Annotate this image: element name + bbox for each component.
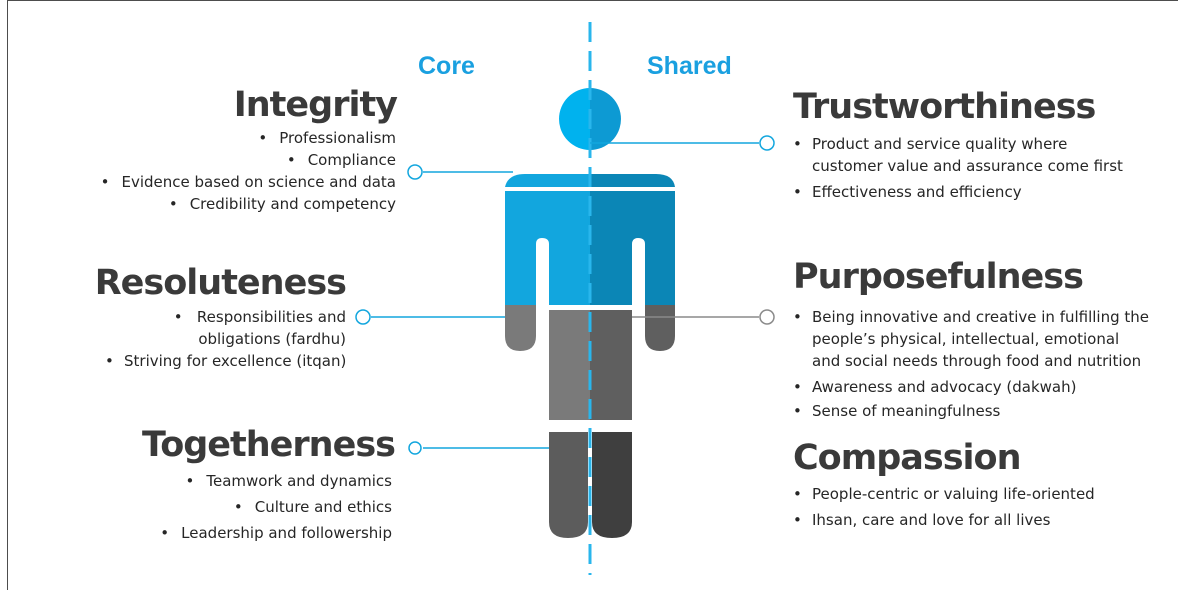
connector-resoluteness-node [355,309,371,325]
shoulders-left [505,174,590,187]
head-left-half [559,88,590,150]
shoulders-right [590,174,675,187]
list-item: Ihsan, care and love for all lives [793,509,1095,531]
connector-integrity-node [407,164,423,180]
column-label-shared: Shared [647,52,732,80]
connector-purposefulness-node [759,309,775,325]
connector-trustworthiness-node [759,135,775,151]
compassion-list: People-centric or valuing life-oriented … [793,483,1095,531]
value-title-compassion: Compassion [793,438,1021,478]
pelvis-right [590,310,632,420]
list-item: Teamwork and dynamics [160,470,392,492]
pelvis-left [549,310,590,420]
arm-left-lower [505,305,536,351]
list-item: Leadership and followership [160,522,392,544]
list-item: Credibility and competency [101,193,396,215]
togetherness-list: Teamwork and dynamics Culture and ethics… [160,470,392,544]
leg-right [592,432,632,538]
value-title-trustworthiness: Trustworthiness [793,87,1096,127]
torso-left [505,191,590,305]
arm-right-lower [645,305,675,351]
list-item: Being innovative and creative in fulfill… [793,306,1149,372]
frame-left-border [7,0,8,590]
torso-right [590,191,675,305]
list-item: Professionalism [101,127,396,149]
value-title-integrity: Integrity [233,85,398,125]
list-item: Product and service quality where custom… [793,133,1123,177]
value-title-togetherness: Togetherness [141,425,396,465]
list-item: Compliance [101,149,396,171]
list-item: Awareness and advocacy (dakwah) [793,376,1149,398]
list-item-continuation: obligations (fardhu) [198,330,346,348]
list-item: Sense of meaningfulness [793,400,1149,422]
trustworthiness-list: Product and service quality where custom… [793,133,1123,203]
value-title-purposefulness: Purposefulness [793,257,1084,297]
integrity-list: Professionalism Compliance Evidence base… [101,127,396,215]
list-item: Evidence based on science and data [101,171,396,193]
list-item: Effectiveness and efficiency [793,181,1123,203]
value-title-resoluteness: Resoluteness [94,263,347,303]
list-item: •Striving for excellence (itqan) [105,352,347,370]
leg-left [549,432,588,538]
frame-top-border [7,0,1178,1]
connector-togetherness-node [408,441,422,455]
list-item: • Responsibilities and [173,308,346,326]
list-item: People-centric or valuing life-oriented [793,483,1095,505]
list-item: Culture and ethics [160,496,392,518]
purposefulness-list: Being innovative and creative in fulfill… [793,306,1149,422]
resoluteness-list: • Responsibilities and obligations (fard… [105,306,346,372]
head-right-half [590,88,621,150]
column-label-core: Core [418,52,475,80]
